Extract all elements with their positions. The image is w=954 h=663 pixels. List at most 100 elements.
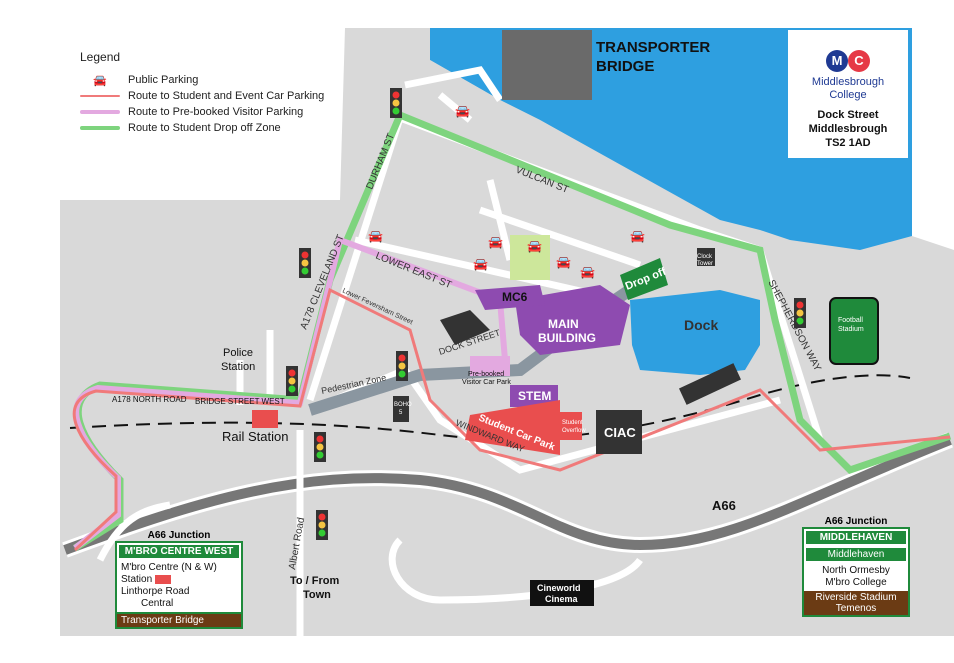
car-icon: 🚘 <box>527 239 542 253</box>
legend-label: Route to Student Drop off Zone <box>128 122 281 134</box>
address-line2: Middlesbrough <box>808 123 888 135</box>
legend-label: Route to Pre-booked Visitor Parking <box>128 106 304 118</box>
car-icon: 🚘 <box>488 235 503 249</box>
sign-west-line4: Central <box>141 598 174 609</box>
prebooked-car-park <box>470 356 510 376</box>
college-name-line1: Middlesbrough <box>811 76 885 88</box>
parking-icons: 🚘 🚘 🚘 🚘 🚘 🚘 🚘 🚘 <box>368 104 645 279</box>
label-a66: A66 <box>712 498 736 513</box>
label-bridge-street: BRIDGE STREET WEST <box>195 397 285 406</box>
college-logo-box: M C Middlesbrough College Dock Street Mi… <box>788 30 908 158</box>
route-student <box>72 287 951 552</box>
legend: Legend 🚘 Public Parking Route to Student… <box>80 50 324 136</box>
legend-row-student: Route to Student and Event Car Parking <box>80 88 324 104</box>
traffic-lights <box>286 88 806 540</box>
label-north-road: A178 NORTH ROAD <box>112 395 187 404</box>
a66-road-edge <box>63 435 952 555</box>
label-boho-2: 5 <box>399 410 403 416</box>
sign-east-line1: Middlehaven <box>804 546 908 563</box>
label-clock-2: Tower <box>697 261 713 267</box>
sign-east-destinations: North Ormesby M'bro College <box>804 563 908 591</box>
dark-block <box>679 363 741 405</box>
label-main-1: MAIN <box>548 317 579 331</box>
rail-icon <box>154 574 171 584</box>
label-police-2: Station <box>221 361 255 373</box>
sign-west-brown: Transporter Bridge <box>117 614 241 627</box>
college-name-line2: College <box>829 89 867 101</box>
stem-building <box>510 385 558 407</box>
label-mc6: MC6 <box>502 290 528 304</box>
label-clock-1: Clock <box>697 254 713 260</box>
transporter-photo <box>502 30 592 100</box>
legend-swatch-visitor <box>80 110 120 114</box>
student-overflow <box>560 412 582 440</box>
sign-west-line2: Station <box>121 574 237 586</box>
legend-label: Route to Student and Event Car Parking <box>128 90 325 102</box>
label-rail-station: Rail Station <box>222 429 288 444</box>
label-town-1: To / From <box>290 575 340 587</box>
sign-east-brown2: Temenos <box>835 603 877 614</box>
mc6-building <box>475 285 545 310</box>
college-address: Dock Street Middlesbrough TS2 1AD <box>788 108 908 150</box>
car-icon: 🚘 <box>93 74 107 87</box>
sign-east-body: MIDDLEHAVEN Middlehaven North Ormesby M'… <box>802 527 910 617</box>
sign-west-station: Station <box>121 574 153 585</box>
dock-water <box>630 290 760 375</box>
sign-east-line2: North Ormesby <box>822 565 890 576</box>
legend-label: Public Parking <box>128 74 199 86</box>
logo-c: C <box>848 50 870 72</box>
legend-row-visitor: Route to Pre-booked Visitor Parking <box>80 104 324 120</box>
label-transporter-1: TRANSPORTER <box>596 39 710 56</box>
sign-east-brown1: Riverside Stadium <box>815 592 897 603</box>
label-cineworld-2: Cinema <box>545 594 579 604</box>
label-boho-1: BOHO <box>394 402 412 408</box>
car-icon: 🚘 <box>580 265 595 279</box>
label-football-1: Football <box>838 317 863 324</box>
sign-west: A66 Junction M'BRO CENTRE WEST M'bro Cen… <box>115 530 243 629</box>
sign-west-head: A66 Junction <box>147 530 211 541</box>
sign-east-title: MIDDLEHAVEN <box>804 529 908 546</box>
college-logo: M C <box>788 50 908 72</box>
label-football-2: Stadium <box>838 326 864 333</box>
car-icon: 🚘 <box>473 257 488 271</box>
car-icon: 🚘 <box>368 229 383 243</box>
sign-east-head: A66 Junction <box>824 516 888 527</box>
legend-row-dropoff: Route to Student Drop off Zone <box>80 120 324 136</box>
label-ciac: CIAC <box>604 425 636 440</box>
sign-east-brown: Riverside Stadium Temenos <box>804 591 908 615</box>
sign-west-line3: Linthorpe Road <box>121 586 190 597</box>
dock-street-building <box>440 310 490 345</box>
label-student-overflow-2: Overflow <box>562 428 586 434</box>
car-icon: 🚘 <box>556 255 571 269</box>
address-line3: TS2 1AD <box>825 137 871 149</box>
sign-east: A66 Junction MIDDLEHAVEN Middlehaven Nor… <box>802 516 910 617</box>
boho-building <box>393 396 409 422</box>
label-transporter-2: BRIDGE <box>596 58 654 75</box>
sign-west-destinations: M'bro Centre (N & W) Station Linthorpe R… <box>117 560 241 612</box>
rail-station-icon <box>252 410 278 428</box>
dock-street-corridor <box>308 265 664 416</box>
logo-m: M <box>826 50 848 72</box>
car-icon: 🚘 <box>455 104 470 118</box>
legend-title: Legend <box>80 50 121 64</box>
clock-tower <box>697 248 715 266</box>
label-stem: STEM <box>518 389 551 403</box>
railway-line <box>69 374 911 440</box>
legend-swatch-student <box>80 95 120 97</box>
football-stadium <box>829 297 879 365</box>
sign-west-body: M'BRO CENTRE WEST M'bro Centre (N & W) S… <box>115 541 243 629</box>
label-main-2: BUILDING <box>538 331 596 345</box>
college-name: Middlesbrough College <box>788 76 908 102</box>
label-cineworld-1: Cineworld <box>537 583 581 593</box>
label-prebooked-2: Visitor Car Park <box>462 379 511 386</box>
ciac-building <box>596 410 642 454</box>
legend-swatch-dropoff <box>80 126 120 130</box>
label-dock: Dock <box>684 317 718 333</box>
sign-east-line3: M'bro College <box>825 577 887 588</box>
student-car-park <box>465 400 560 455</box>
label-student-overflow-1: Student <box>562 420 583 426</box>
drop-off-zone <box>620 258 668 300</box>
green-field <box>510 235 550 280</box>
cineworld-box <box>530 580 594 606</box>
label-prebooked-1: Pre-booked <box>468 371 504 378</box>
